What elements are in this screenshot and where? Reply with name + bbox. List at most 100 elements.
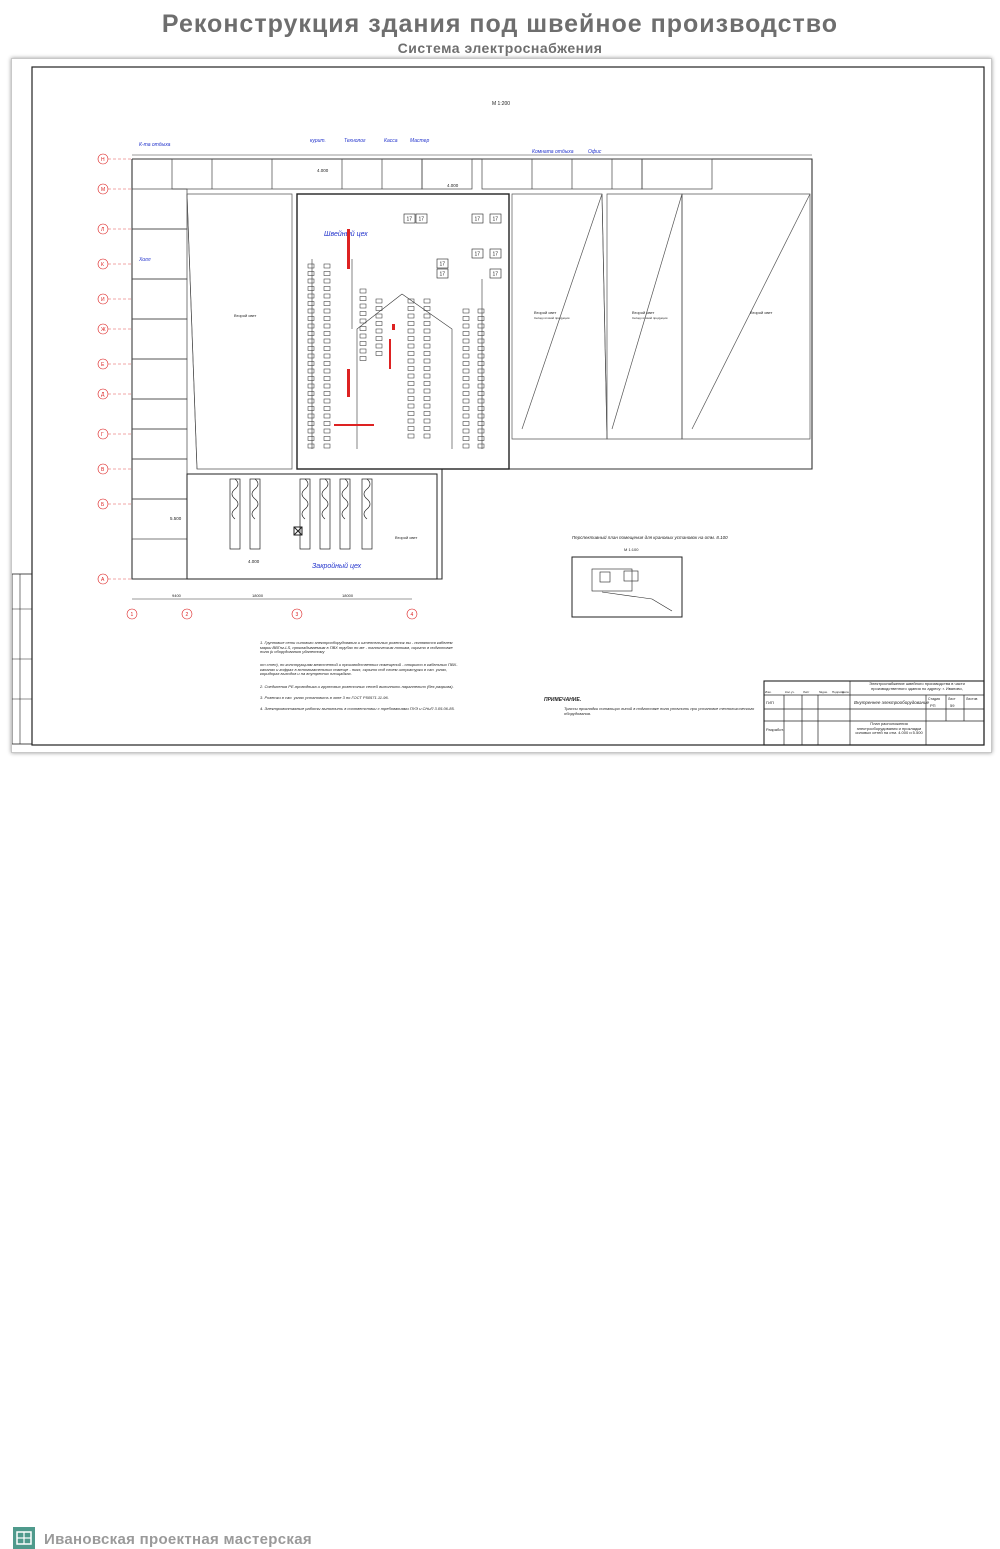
sewing-machine [307,293,315,299]
sewing-machine [307,398,315,404]
dim-1: 9400 [172,593,182,598]
machine-17-box [436,258,449,269]
sewing-machine [423,388,431,394]
machine-17-box [489,248,502,259]
grid-col-label: 2 [186,612,189,618]
sewing-machine [423,298,431,304]
sewing-machine [307,346,315,351]
grid-row-label: Б [101,502,105,508]
note-item: от стен), по конструкциям межстенной и п… [260,663,457,676]
machine-17-box [415,213,428,224]
second-light-1: Второй свет [234,313,257,318]
grid-col-bubble [181,608,193,620]
sewing-machine [462,338,470,344]
sewing-machine [462,436,470,441]
sewing-machine [323,301,331,306]
note-text: 2. Соединения РЕ-проводника и групповых … [260,685,454,689]
sewing-machine [462,346,470,351]
grid-row-label: Ж [101,327,106,333]
sewing-machine [407,321,415,326]
sewing-machine [323,346,331,351]
machine-17-label: 17 [493,217,499,223]
sewing-machine [407,418,415,424]
stamp-gip: ГИП [766,700,774,705]
brand-name: Ивановская проектная мастерская [44,1531,312,1548]
sewing-machine [359,296,367,301]
sewing-machine [423,343,431,349]
grid-col-bubble [126,608,138,620]
sewing-machine [307,263,315,269]
stamp-header-cell: Дата [842,690,849,694]
page-footer: Ивановская проектная мастерская [0,758,1000,1549]
sewing-machine [323,331,331,336]
sewing-machine [477,353,485,359]
sewing-machine [462,421,470,426]
sewing-machine [423,403,431,409]
sewing-machine [423,433,431,439]
sewing-machine [307,436,315,441]
sewing-machine [359,341,367,346]
machine-17-label: 17 [475,252,481,258]
sewing-machine [323,436,331,441]
sewing-machine [323,443,331,449]
sewing-machine [462,406,470,411]
sewing-machine [462,323,470,329]
sewing-machine [323,376,331,381]
rest-room-label: Комната отдыха [532,149,574,155]
stamp-project: Электроснабжение швейного производства в… [869,682,965,691]
grid-col-bubble [406,608,418,620]
sewing-machine [423,313,431,319]
sewing-machine [407,381,415,386]
sewing-machine [462,353,470,359]
sewing-machine [323,308,331,314]
sewing-machine [307,383,315,389]
sewing-machine [323,406,331,411]
cashier-label: Касса [384,138,398,144]
sewing-machine [423,366,431,371]
sewing-machine [375,298,383,304]
sewing-machine [375,313,383,319]
sewing-machine [359,356,367,361]
grid-col-label: 4 [411,612,414,618]
sewing-machine [477,323,485,329]
sewing-machine [359,303,367,309]
grid-row-label: Д [101,392,105,398]
note-item: 3. Розетки в сан. узлах установить в зон… [260,696,389,700]
red-markers [334,229,395,426]
sewing-machine [462,376,470,381]
sewing-machine [423,381,431,386]
grid-row-label: И [101,297,105,303]
sewing-machine [462,398,470,404]
sewing-machine [323,428,331,434]
sewing-machine [307,308,315,314]
grid-row-label: В [101,467,105,473]
floor-plan-drawing: М 1:200 [12,66,985,746]
title-block [763,680,985,746]
machine-17-label: 17 [440,262,446,268]
sewing-machine [307,278,315,284]
sewing-machine [323,293,331,299]
sewing-machine [407,396,415,401]
sewing-machine [307,376,315,381]
grid-row-label: Г [101,432,104,438]
sewing-machine [359,311,367,316]
kitchen-label: К-та отдыха [139,142,171,148]
remark-title: ПРИМЕЧАНИЕ. [544,697,581,703]
sewing-machine [307,443,315,449]
sewing-machine [407,426,415,431]
machine-17-box [403,213,416,224]
sewing-machine [477,376,485,381]
sewing-machine [323,361,331,366]
sewing-machine [307,421,315,426]
note-text: 1. Групповые сети силового электрооборуд… [260,641,453,655]
second-light-2: Второй свет [534,310,557,315]
sewing-machine [407,351,415,356]
scale-main: М 1:200 [492,101,510,107]
sewing-machine [375,321,383,326]
cutting-spirals [231,478,371,520]
stamp-header-cell: №док. [819,690,828,694]
stamp-stage: РП [930,703,936,708]
sewing-machine [477,398,485,404]
stamp-header-cell: Лист [803,690,810,694]
